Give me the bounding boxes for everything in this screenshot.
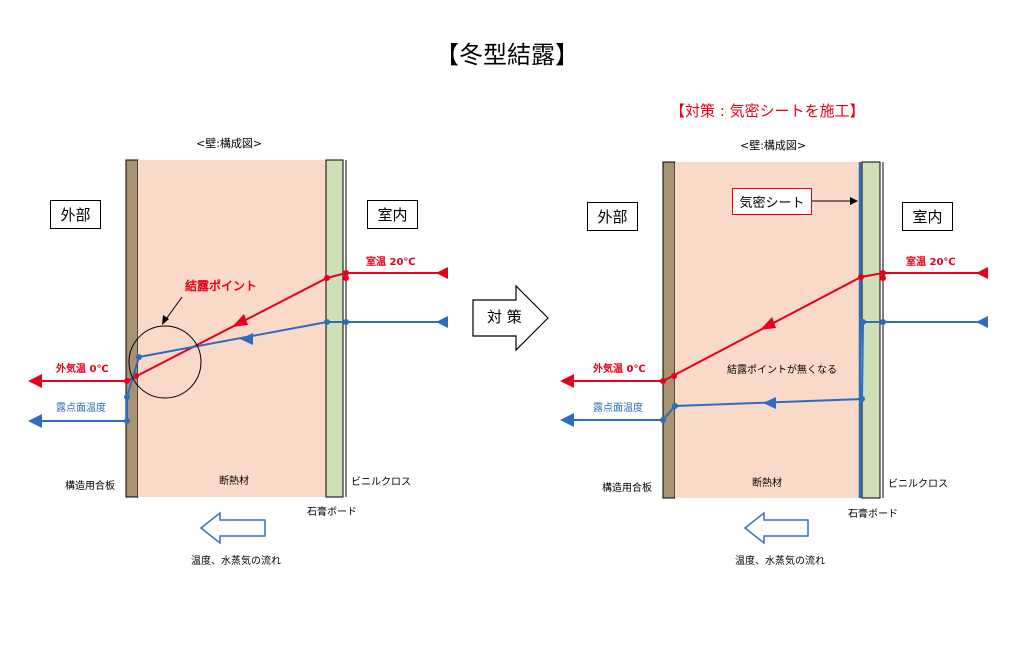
right-plywood-layer — [662, 161, 676, 499]
left-gypsum-layer — [325, 159, 344, 498]
right-cloth-label: ビニルクロス — [888, 479, 948, 490]
right-sheet-label: 気密シート — [732, 188, 812, 215]
right-outside-label: 外部 — [587, 202, 638, 231]
left-blue-arrowhead-room — [436, 316, 448, 328]
left-plywood-layer — [125, 159, 139, 498]
right-heading: 【対策 : 気密シートを施工】 — [670, 102, 865, 120]
right-flow-label: 温度、水蒸気の流れ — [735, 556, 825, 567]
left-flow-label: 温度、水蒸気の流れ — [191, 556, 281, 567]
right-dew-line — [560, 316, 988, 427]
right-gypsum-label: 石膏ボード — [848, 509, 898, 520]
left-flow-arrow — [199, 511, 266, 545]
page-title: 【冬型結露】 — [435, 41, 579, 69]
right-insulation-layer — [675, 162, 860, 498]
right-temperature-line — [560, 267, 988, 388]
right-blue-arrowhead-out — [560, 413, 574, 427]
left-room-temp: 室温 20℃ — [366, 257, 416, 268]
left-dew-label: 露点面温度 — [56, 403, 106, 414]
left-red-arrowhead-mid — [232, 314, 248, 327]
left-gypsum-label: 石膏ボード — [307, 507, 357, 518]
right-wall-section — [662, 161, 884, 499]
left-structure-label: <壁:構成図> — [196, 137, 263, 150]
right-room-temp: 室温 20℃ — [906, 257, 956, 268]
countermeasure-arrow — [472, 284, 549, 352]
left-red-arrowhead-out — [28, 374, 42, 388]
left-outside-temp: 外気温 0℃ — [56, 364, 109, 375]
left-dew-line — [28, 316, 448, 428]
right-no-condensation: 結露ポイントが無くなる — [727, 365, 837, 376]
left-outside-label: 外部 — [50, 200, 101, 229]
right-red-arrowhead-room — [976, 267, 988, 279]
left-red-arrowhead-room — [436, 267, 448, 279]
left-insulation-label: 断熱材 — [219, 476, 249, 487]
right-gypsum-layer — [861, 161, 881, 499]
right-dew-label: 露点面温度 — [593, 403, 643, 414]
countermeasure-label: 対 策 — [487, 308, 522, 326]
right-red-arrowhead-out — [560, 374, 574, 388]
left-blue-arrowhead-mid — [240, 333, 253, 345]
left-condensation-point: 結露ポイント — [185, 279, 258, 293]
right-outside-temp: 外気温 0℃ — [593, 364, 646, 375]
right-blue-arrowhead-room — [976, 316, 988, 328]
left-blue-arrowhead-out — [28, 414, 42, 428]
right-red-arrowhead-mid — [760, 317, 776, 330]
right-flow-arrow — [743, 511, 809, 545]
left-cloth-label: ビニルクロス — [351, 477, 411, 488]
right-structure-label: <壁:構成図> — [740, 139, 807, 152]
right-insulation-label: 断熱材 — [752, 478, 782, 489]
right-plywood-label: 構造用合板 — [602, 483, 652, 494]
right-inside-label: 室内 — [902, 202, 953, 231]
left-inside-label: 室内 — [367, 200, 418, 229]
left-plywood-label: 構造用合板 — [65, 481, 115, 492]
left-wall-section — [125, 159, 347, 498]
right-blue-arrowhead-mid — [763, 397, 776, 409]
left-condensation-circle — [128, 325, 202, 399]
left-insulation-layer — [138, 160, 326, 497]
